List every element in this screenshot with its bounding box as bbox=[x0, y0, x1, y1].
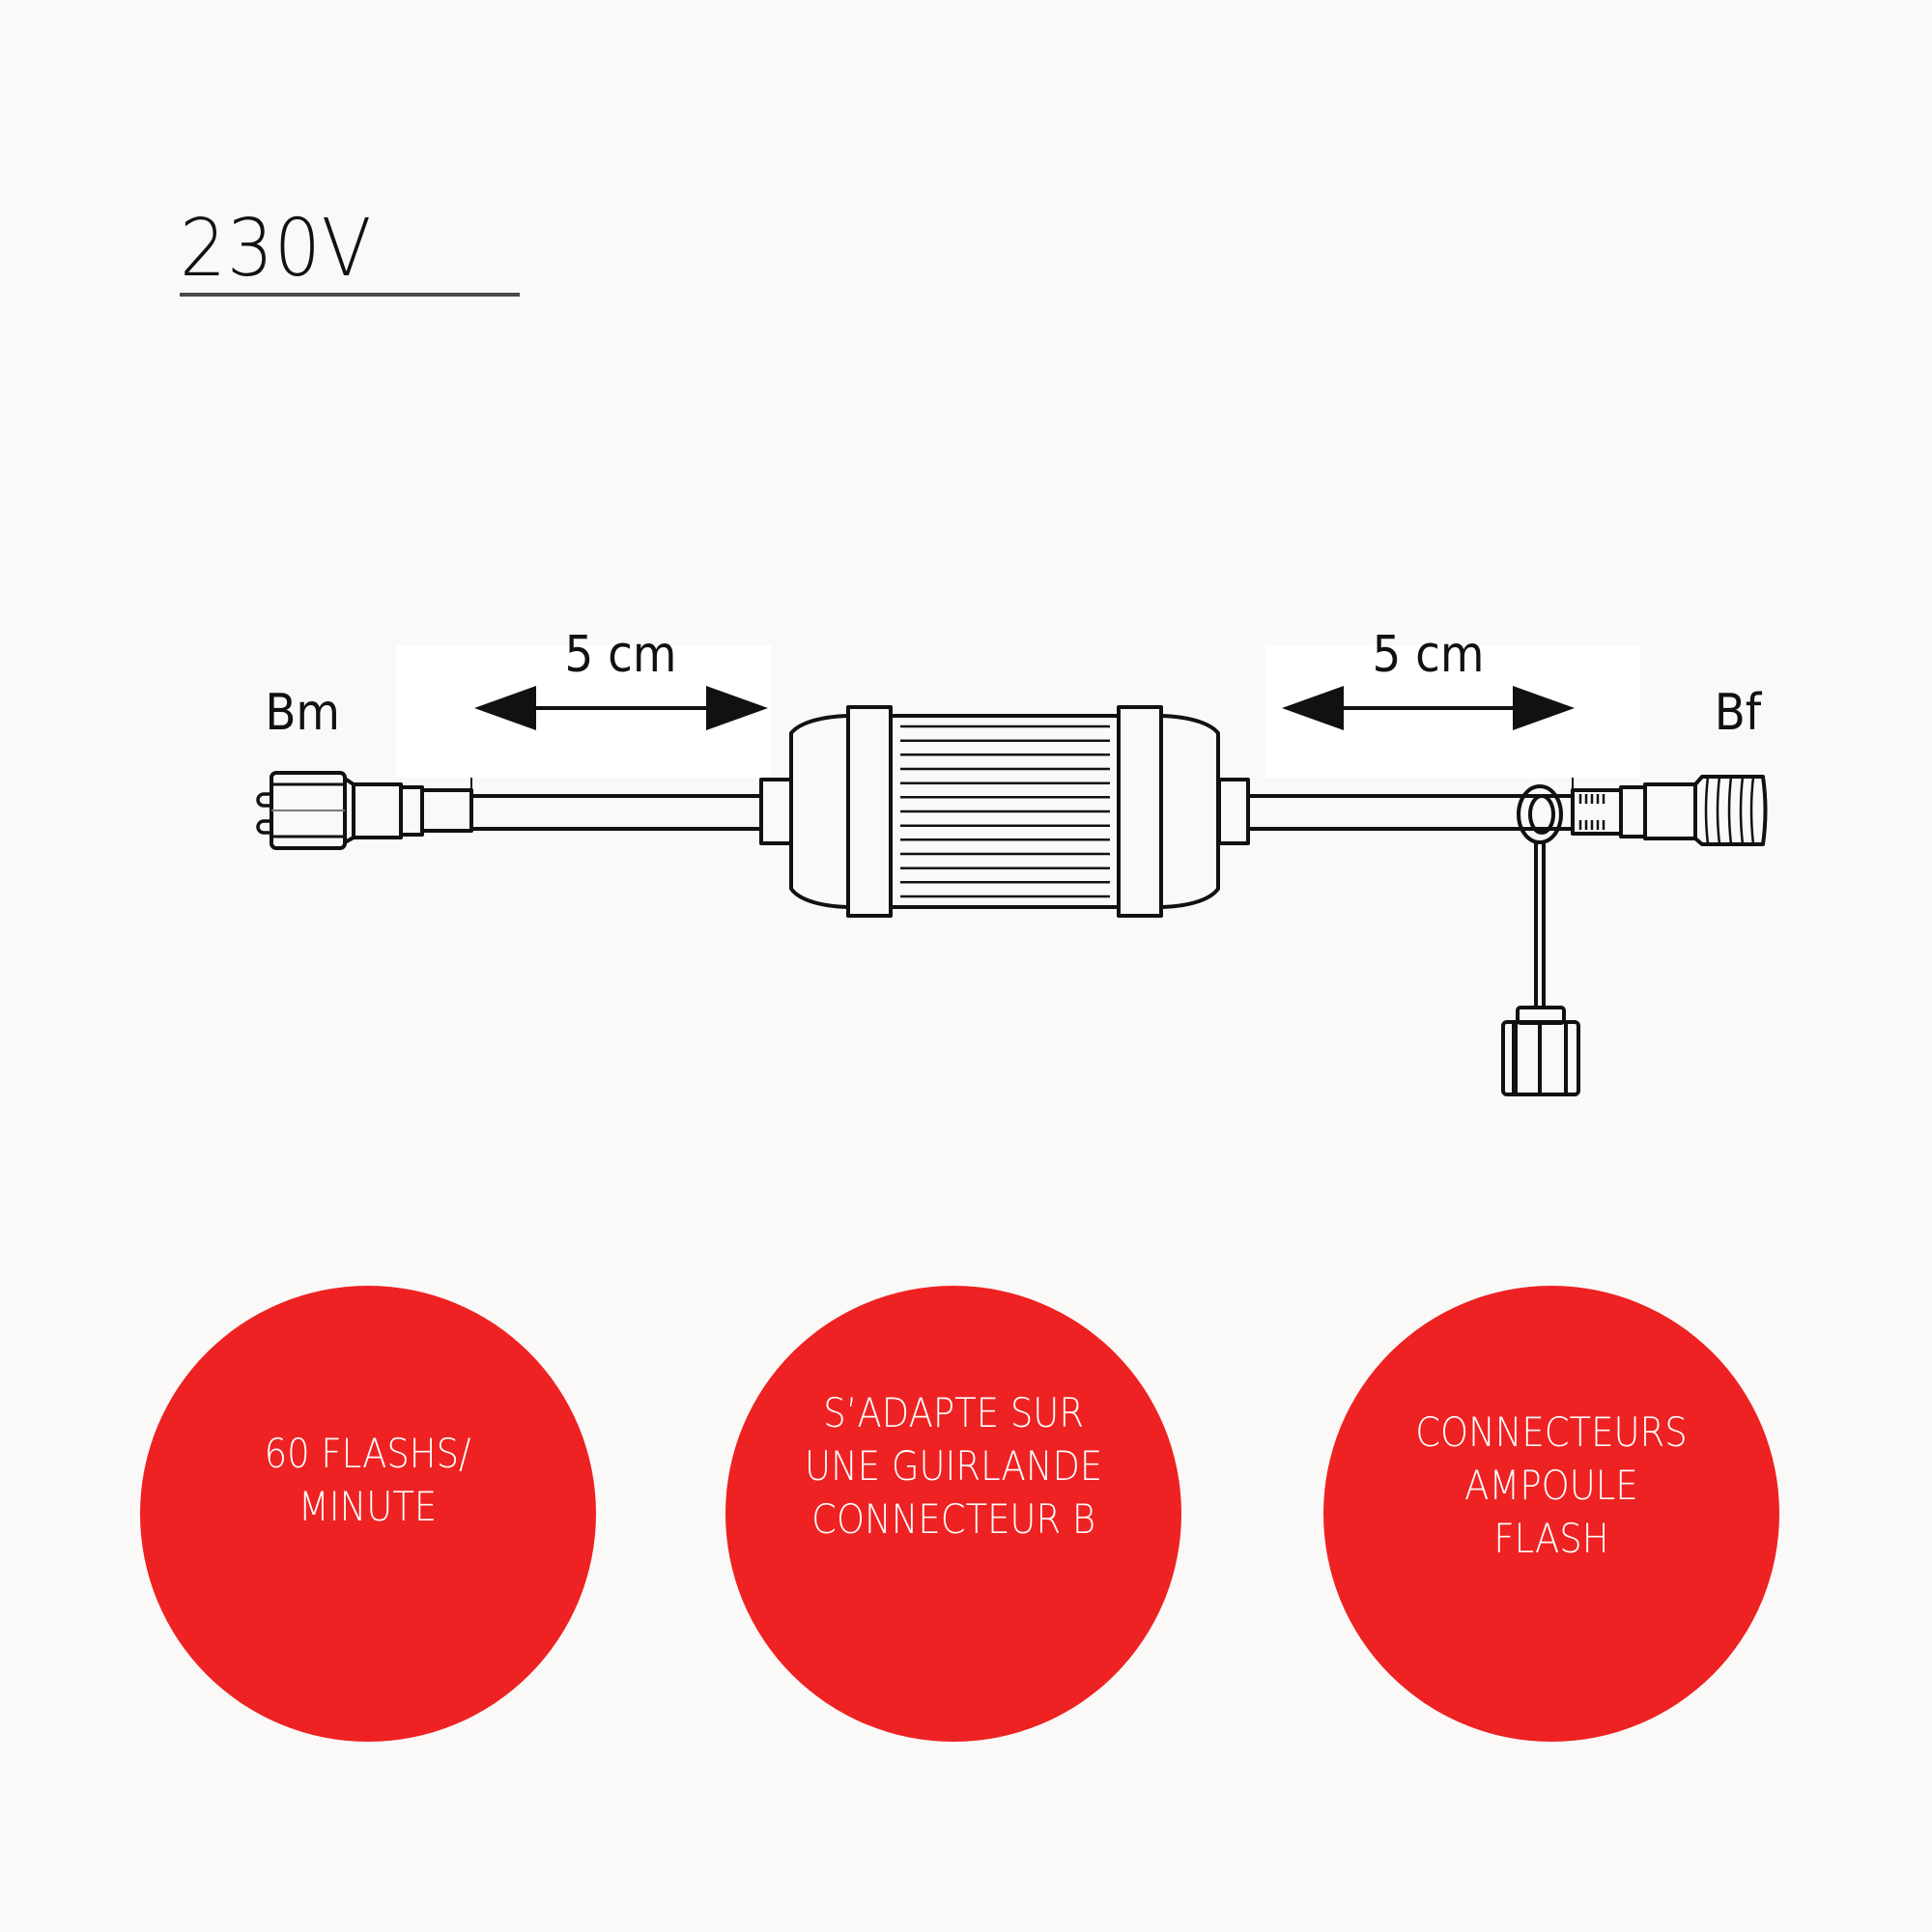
flash-module-body-icon bbox=[759, 705, 1250, 918]
female-connector-icon bbox=[1571, 775, 1768, 846]
feature-badge-compatibility: S’ADAPTE SUR UNE GUIRLANDE CONNECTEUR B bbox=[725, 1286, 1181, 1742]
feature-badge-connectors: CONNECTEURS AMPOULE FLASH bbox=[1323, 1286, 1779, 1742]
badge-text: 60 FLASHS/ MINUTE bbox=[265, 1430, 471, 1530]
voltage-title: 230V bbox=[180, 203, 373, 295]
female-connector-label: Bf bbox=[1714, 684, 1762, 742]
feature-badge-flash-rate: 60 FLASHS/ MINUTE bbox=[140, 1286, 596, 1742]
title-underline bbox=[180, 293, 520, 297]
left-length-label: 5 cm bbox=[564, 626, 677, 684]
bulb-ring-icon bbox=[1517, 784, 1563, 1008]
bulb-connector-icon bbox=[1501, 1006, 1580, 1096]
right-length-label: 5 cm bbox=[1372, 626, 1485, 684]
badge-text: CONNECTEURS AMPOULE FLASH bbox=[1415, 1407, 1688, 1562]
male-connector-icon bbox=[256, 771, 473, 850]
right-cable bbox=[1248, 794, 1573, 831]
body-fins bbox=[900, 724, 1110, 898]
badge-text: S’ADAPTE SUR UNE GUIRLANDE CONNECTEUR B bbox=[804, 1388, 1103, 1543]
left-dimension-arrow bbox=[474, 686, 768, 730]
male-connector-label: Bm bbox=[265, 684, 341, 742]
left-cable bbox=[471, 794, 761, 831]
right-dimension-arrow bbox=[1282, 686, 1575, 730]
